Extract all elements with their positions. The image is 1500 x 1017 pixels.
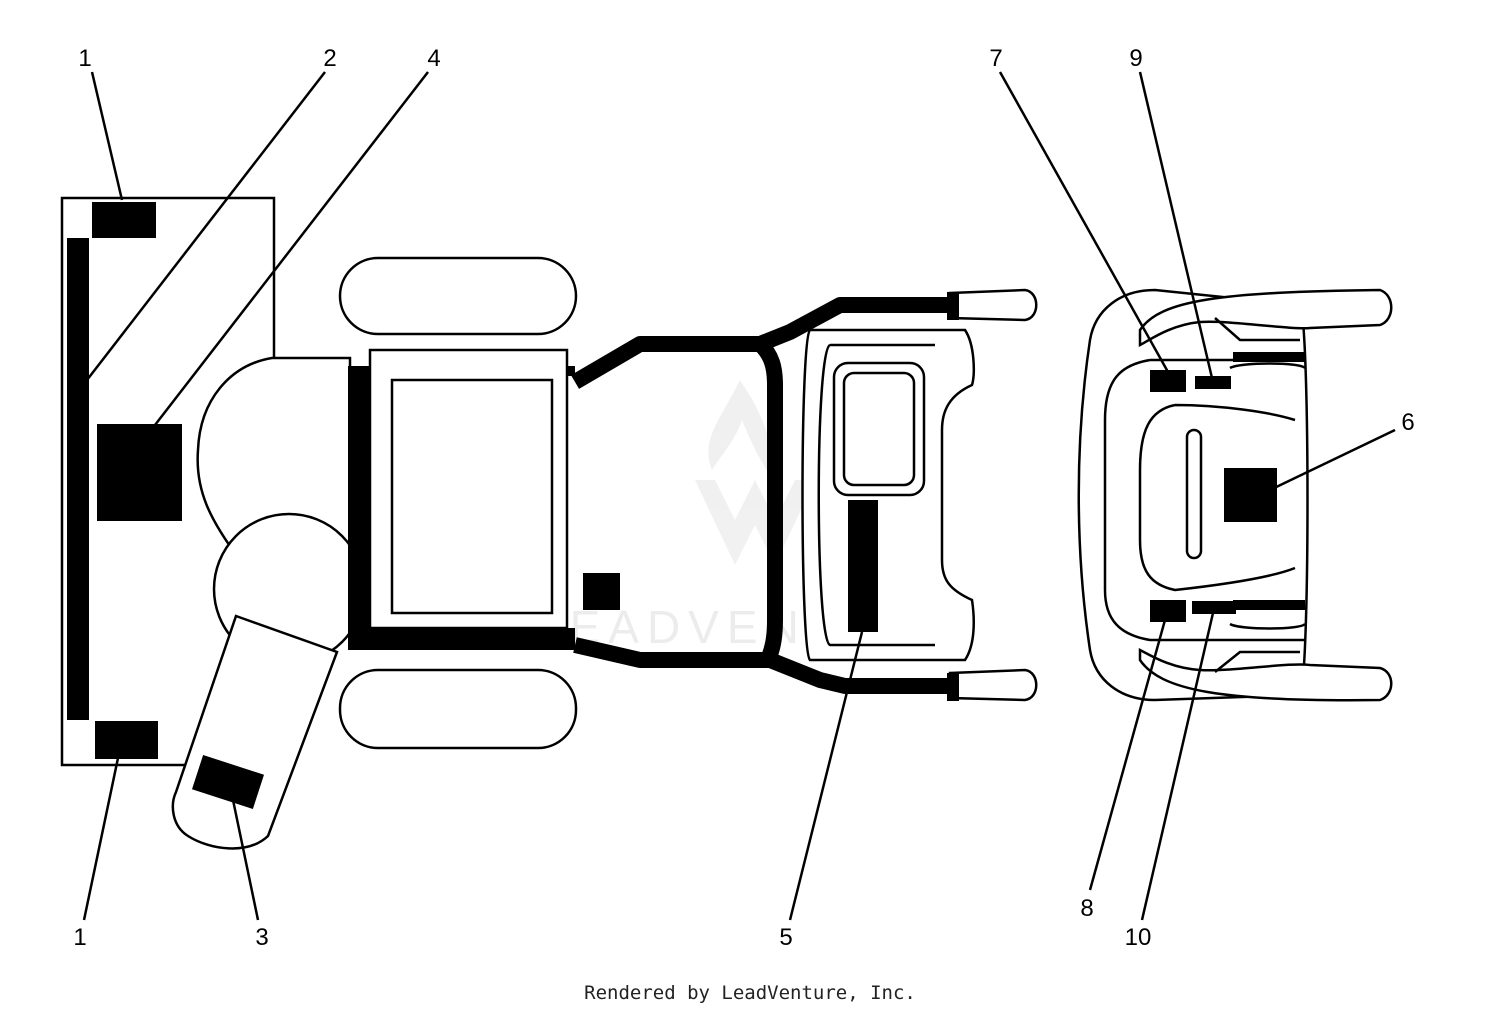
callout-2: 2 bbox=[323, 45, 336, 72]
decal-6 bbox=[1224, 468, 1277, 522]
decal-7 bbox=[1150, 370, 1186, 392]
frame-rail-upper bbox=[570, 297, 950, 389]
center-slot bbox=[1185, 428, 1203, 560]
callout-1-bottom: 1 bbox=[73, 924, 86, 951]
display-window-inner bbox=[842, 371, 916, 487]
housing-detail-lower bbox=[1214, 622, 1306, 673]
callout-4: 4 bbox=[427, 45, 440, 72]
decal-10 bbox=[1192, 601, 1236, 614]
rear-wheel-bottom bbox=[338, 668, 578, 750]
decal-5 bbox=[848, 500, 878, 632]
handle-arm-lower bbox=[1138, 647, 1393, 702]
callout-labels: 1 2 4 7 9 6 1 3 5 8 10 bbox=[73, 45, 1414, 951]
frame-rail-middle bbox=[754, 338, 783, 663]
frame-bar-left bbox=[348, 366, 370, 650]
decal-4 bbox=[97, 424, 182, 521]
decal-1-top bbox=[92, 202, 156, 238]
decal-9 bbox=[1195, 376, 1231, 389]
decal-2-strip bbox=[67, 238, 89, 720]
handle-grip-lower bbox=[948, 668, 1038, 702]
housing-detail-upper bbox=[1214, 317, 1306, 370]
grip-collar-upper bbox=[947, 292, 959, 320]
callout-10: 10 bbox=[1125, 924, 1152, 951]
frame-bar-bottom bbox=[370, 628, 575, 650]
footer-credit: Rendered by LeadVenture, Inc. bbox=[584, 982, 916, 1004]
callout-8: 8 bbox=[1080, 895, 1093, 922]
decal-1-bottom bbox=[95, 721, 158, 759]
callout-3: 3 bbox=[255, 924, 268, 951]
callout-6: 6 bbox=[1401, 409, 1414, 436]
dark-strip-upper bbox=[1233, 352, 1305, 362]
housing-center-panel bbox=[1138, 403, 1296, 592]
dark-strip-lower bbox=[1233, 600, 1305, 610]
machine-top-view bbox=[60, 196, 1038, 850]
callout-7: 7 bbox=[989, 45, 1002, 72]
control-panel-inner bbox=[817, 343, 935, 647]
grip-collar-lower bbox=[947, 673, 959, 701]
rear-wheel-top bbox=[338, 256, 578, 336]
decal-small-frame bbox=[583, 573, 620, 610]
handle-grip-upper bbox=[948, 288, 1038, 322]
engine-box-inner bbox=[390, 378, 554, 615]
decal-8 bbox=[1150, 600, 1186, 622]
handle-arm-upper bbox=[1138, 288, 1393, 348]
frame-rail-lower bbox=[573, 637, 950, 694]
callout-5: 5 bbox=[779, 924, 792, 951]
decal-3 bbox=[192, 754, 264, 810]
leader-lines bbox=[82, 71, 1396, 921]
handle-rear-view bbox=[1077, 288, 1393, 702]
watermark-logo-icon bbox=[695, 380, 815, 565]
callout-9: 9 bbox=[1129, 45, 1142, 72]
callout-1-top: 1 bbox=[78, 45, 91, 72]
